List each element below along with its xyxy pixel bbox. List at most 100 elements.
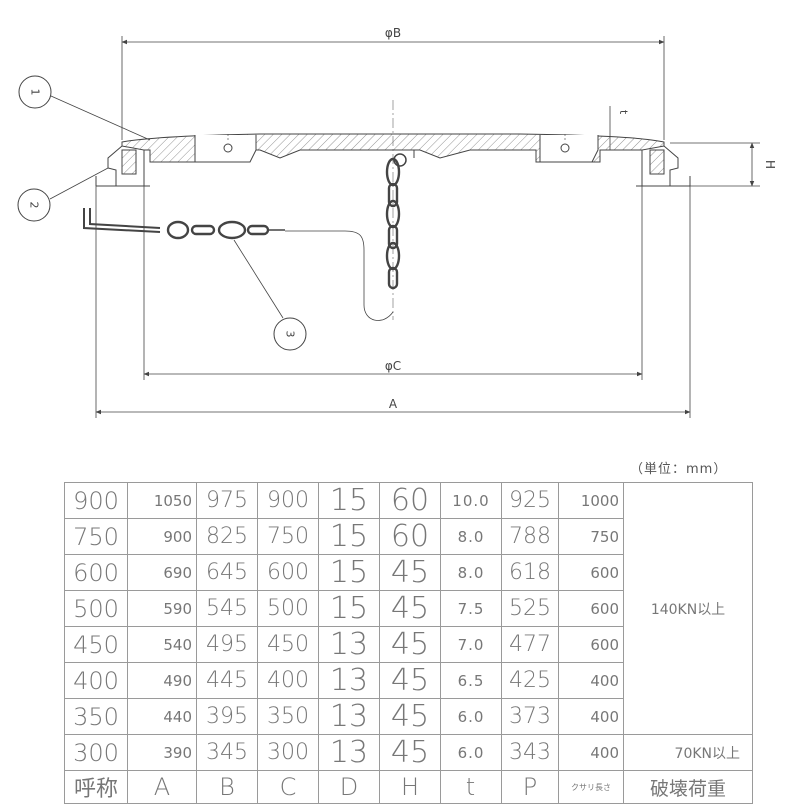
cell-load-group-1: 140KN以上 [623, 482, 753, 735]
cell-name: 350 [64, 698, 128, 735]
cell-b: 345 [196, 734, 258, 771]
cell-t: 7.0 [440, 626, 502, 663]
cell-h: 45 [379, 662, 441, 699]
cell-t: 6.5 [440, 662, 502, 699]
cell-name: 600 [64, 554, 128, 591]
header-chain: クサリ長さ [558, 770, 624, 804]
cell-chain: 750 [558, 518, 624, 555]
manhole-cover-section-drawing: φB t H [17, 26, 777, 418]
header-name: 呼称 [64, 770, 128, 804]
cell-t: 8.0 [440, 554, 502, 591]
cell-c: 900 [257, 482, 319, 519]
cell-name: 300 [64, 734, 128, 771]
cell-p: 925 [501, 482, 559, 519]
cell-p: 477 [501, 626, 559, 663]
cell-b: 445 [196, 662, 258, 699]
dimension-phiB: φB [121, 26, 665, 140]
svg-text:1: 1 [29, 89, 42, 96]
cell-h: 60 [379, 518, 441, 555]
cell-c: 400 [257, 662, 319, 699]
header-load: 破壊荷重 [623, 770, 753, 804]
dim-A-label: A [389, 397, 398, 411]
frame-right [636, 145, 691, 187]
header-p: P [501, 770, 559, 804]
cell-t: 8.0 [440, 518, 502, 555]
cell-b: 545 [196, 590, 258, 627]
cell-p: 373 [501, 698, 559, 735]
cell-p: 425 [501, 662, 559, 699]
dimension-H: H [670, 142, 777, 187]
cell-name: 750 [64, 518, 128, 555]
cell-chain: 1000 [558, 482, 624, 519]
svg-text:2: 2 [28, 202, 41, 209]
cell-t: 10.0 [440, 482, 502, 519]
cell-a: 1050 [127, 482, 197, 519]
cell-p: 343 [501, 734, 559, 771]
cell-a: 440 [127, 698, 197, 735]
lifting-chain-and-hook [83, 208, 394, 321]
cell-d: 15 [318, 590, 380, 627]
svg-text:3: 3 [284, 331, 297, 338]
cell-b: 495 [196, 626, 258, 663]
header-d: D [318, 770, 380, 804]
cell-a: 540 [127, 626, 197, 663]
cell-h: 45 [379, 590, 441, 627]
cell-a: 690 [127, 554, 197, 591]
dim-t-label: t [617, 110, 630, 115]
cell-d: 13 [318, 698, 380, 735]
frame-left [95, 145, 150, 187]
cell-d: 15 [318, 482, 380, 519]
cell-d: 13 [318, 626, 380, 663]
cell-name: 500 [64, 590, 128, 627]
cell-p: 525 [501, 590, 559, 627]
cell-chain: 400 [558, 662, 624, 699]
cell-b: 825 [196, 518, 258, 555]
cell-load-group-2: 70KN以上 [623, 734, 753, 771]
callout-3: 3 [233, 239, 307, 351]
cell-c: 300 [257, 734, 319, 771]
cell-h: 45 [379, 626, 441, 663]
cell-a: 590 [127, 590, 197, 627]
cell-h: 45 [379, 734, 441, 771]
header-h: H [379, 770, 441, 804]
cell-h: 45 [379, 698, 441, 735]
dim-phiB-label: φB [385, 26, 401, 40]
cell-b: 645 [196, 554, 258, 591]
cell-chain: 600 [558, 554, 624, 591]
cell-c: 450 [257, 626, 319, 663]
header-a: A [127, 770, 197, 804]
cell-chain: 400 [558, 734, 624, 771]
dim-H-label: H [763, 160, 777, 169]
cell-b: 975 [196, 482, 258, 519]
cover-plate [121, 133, 665, 163]
cell-c: 600 [257, 554, 319, 591]
callout-1: 1 [18, 75, 151, 141]
cell-t: 6.0 [440, 698, 502, 735]
dim-phiC-label: φC [385, 359, 401, 373]
cell-d: 15 [318, 554, 380, 591]
cell-p: 618 [501, 554, 559, 591]
cell-name: 900 [64, 482, 128, 519]
cell-chain: 600 [558, 626, 624, 663]
cell-a: 490 [127, 662, 197, 699]
cell-name: 400 [64, 662, 128, 699]
cell-d: 13 [318, 734, 380, 771]
cell-p: 788 [501, 518, 559, 555]
cell-d: 15 [318, 518, 380, 555]
cell-h: 45 [379, 554, 441, 591]
cell-t: 6.0 [440, 734, 502, 771]
unit-label: （単位：mm） [630, 462, 728, 477]
cell-a: 900 [127, 518, 197, 555]
cell-a: 390 [127, 734, 197, 771]
dimension-A: A [95, 186, 691, 418]
dimension-phiC: φC [143, 186, 643, 380]
header-c: C [257, 770, 319, 804]
